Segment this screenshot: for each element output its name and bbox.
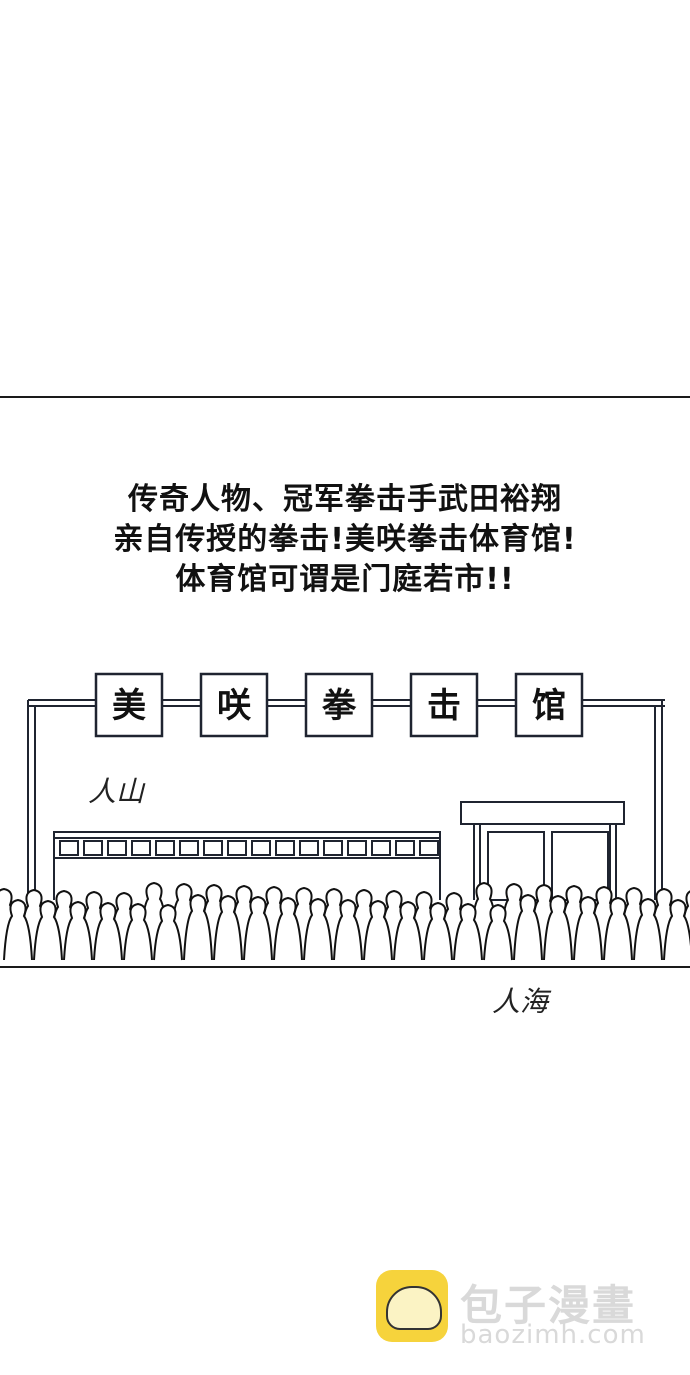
caption-line-3: 体育馆可谓是门庭若市!! [175, 562, 515, 597]
panel-top-border [0, 396, 690, 398]
gym-illustration: 美 咲 拳 击 馆 [0, 672, 690, 961]
sign-char-1: 美 [112, 686, 146, 726]
caption-line-2: 亲自传授的拳击!美咲拳击体育馆! [113, 522, 577, 557]
watermark-title: 包子漫畫 [460, 1281, 637, 1330]
annotation-mountain: 人山 [88, 775, 145, 808]
gym-entrance [460, 801, 625, 901]
watermark-url: baozimh.com [460, 1320, 646, 1350]
bun-logo-icon [376, 1270, 448, 1342]
panel-bottom-border [0, 966, 690, 968]
gym-sign: 美 咲 拳 击 馆 [94, 672, 584, 738]
annotation-sea: 人海 [492, 985, 549, 1018]
sign-char-3: 拳 [321, 686, 357, 726]
narration-caption: 传奇人物、冠军拳击手武田裕翔 亲自传授的拳击!美咲拳击体育馆! 体育馆可谓是门庭… [0, 480, 690, 600]
crowd-silhouettes [0, 881, 690, 961]
sign-char-4: 击 [427, 686, 461, 726]
sign-char-2: 咲 [217, 686, 252, 726]
sign-char-5: 馆 [532, 686, 566, 726]
building-windows [59, 840, 439, 856]
watermark: 包子漫畫 baozimh.com [376, 1270, 676, 1350]
caption-line-1: 传奇人物、冠军拳击手武田裕翔 [128, 482, 562, 517]
